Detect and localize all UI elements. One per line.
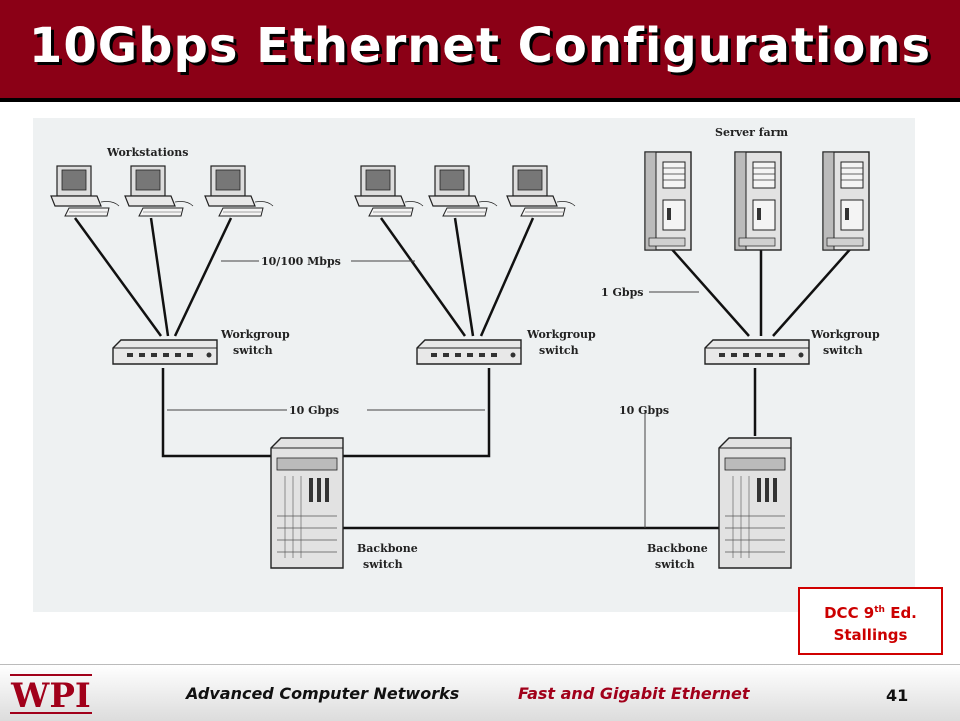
workstation-icon — [354, 165, 424, 217]
credit-author: Stallings — [833, 626, 908, 644]
cables — [73, 217, 854, 530]
server-farm-label: Server farm — [715, 126, 788, 139]
wpi-logo: WPI — [10, 674, 92, 716]
workgroup-switch-label-1b: switch — [233, 344, 273, 357]
backbone-switch-label-1: Backbone — [357, 542, 418, 555]
backbone-switch-icon — [270, 437, 344, 569]
workgroup-switch-label-2: Workgroup — [526, 328, 596, 341]
workstation-icon — [50, 165, 120, 217]
speed-10g-left-label: 10 Gbps — [289, 404, 339, 417]
workstation-icon — [506, 165, 576, 217]
workgroup-switch-label-3: Workgroup — [810, 328, 880, 341]
slide-title: 10Gbps Ethernet Configurations — [28, 18, 932, 74]
backbone-switch-label-2b: switch — [655, 558, 695, 571]
workstation-icon — [204, 165, 274, 217]
speed-10g-right-label: 10 Gbps — [619, 404, 669, 417]
backbone-switch-label-1b: switch — [363, 558, 403, 571]
server-icon — [822, 151, 870, 251]
workstation-icon — [124, 165, 194, 217]
title-bar: 10Gbps Ethernet Configurations — [0, 0, 960, 102]
credit-edition-suffix: Ed. — [884, 604, 917, 622]
workgroup-switch-label-1: Workgroup — [220, 328, 290, 341]
footer-bar — [0, 664, 960, 721]
backbone-switch-icon — [718, 437, 792, 569]
source-credit-box: DCC 9th Ed. Stallings — [798, 587, 943, 655]
workstations-label: Workstations — [106, 146, 188, 159]
workgroup-switch-icon — [704, 339, 810, 365]
credit-line-1: DCC 9th Ed. — [800, 599, 941, 624]
network-diagram: Workstations Server farm 10/100 Mbps 1 G… — [33, 118, 915, 612]
workgroup-switch-label-2b: switch — [539, 344, 579, 357]
speed-100-label: 10/100 Mbps — [261, 255, 341, 268]
footer-topic: Fast and Gigabit Ethernet — [518, 684, 750, 703]
workgroup-switch-label-3b: switch — [823, 344, 863, 357]
page-number: 41 — [886, 686, 909, 705]
workgroup-switch-icon — [112, 339, 218, 365]
footer-course: Advanced Computer Networks — [186, 684, 460, 703]
backbone-switch-label-2: Backbone — [647, 542, 708, 555]
network-diagram-svg: Workstations Server farm 10/100 Mbps 1 G… — [50, 126, 880, 571]
wpi-logo-text: WPI — [10, 676, 91, 716]
workstation-icon — [428, 165, 498, 217]
credit-edition-sup: th — [874, 605, 885, 615]
server-icon — [644, 151, 692, 251]
server-icon — [734, 151, 782, 251]
credit-edition-prefix: DCC 9 — [824, 604, 875, 622]
workgroup-switch-icon — [416, 339, 522, 365]
speed-1g-label: 1 Gbps — [601, 286, 643, 299]
